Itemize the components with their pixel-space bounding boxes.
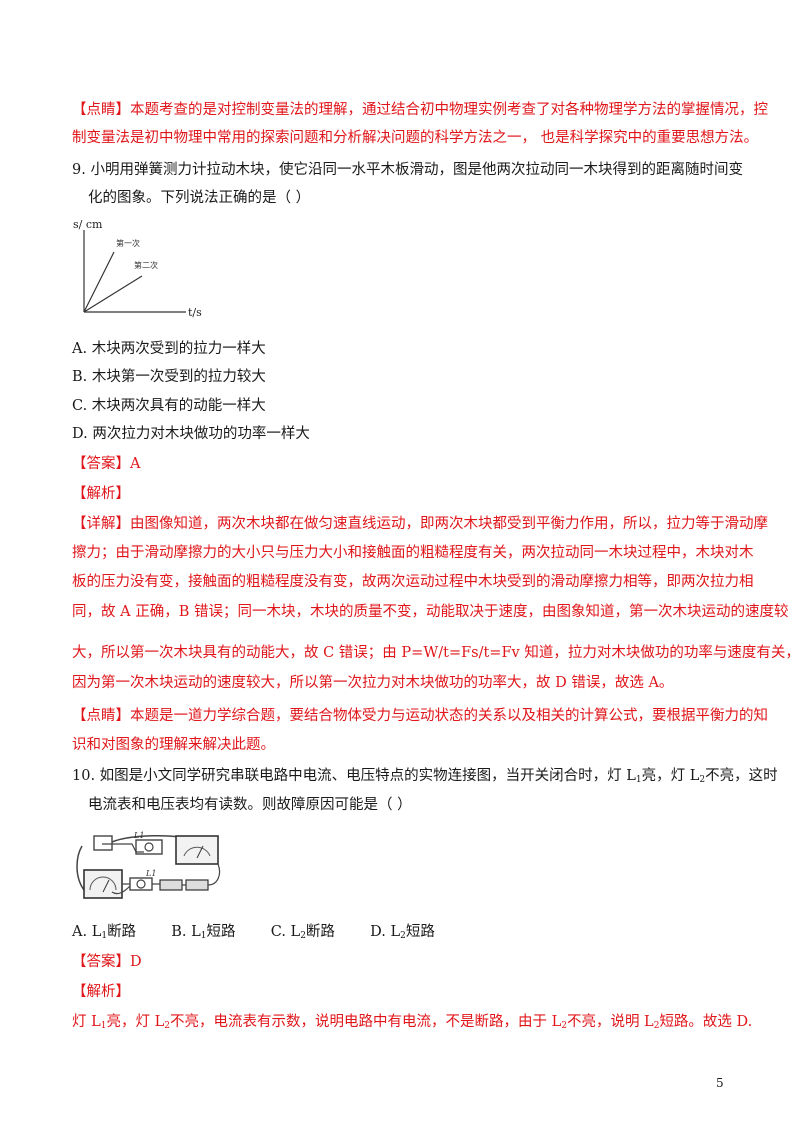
svg-text:L1: L1 [145,869,156,878]
y-axis-label: s/ cm [73,218,103,231]
q9-option-a: A. 木块两次受到的拉力一样大 [72,341,266,357]
page-number: 5 [716,1076,724,1090]
lamp-l2-icon [136,879,146,889]
q10-option-d: D. L2短路 [370,924,435,941]
q9-option-c: C. 木块两次具有的动能一样大 [72,398,266,414]
q10-option-c: C. L2断路 [270,924,335,941]
second-trial-line [83,275,143,313]
lamp-l1-icon [144,842,154,852]
q9-detail-line-5: 大，所以第一次木块具有的动能大，故 C 错误；由 P=W/t=Fs/t=Fv 知… [72,645,800,661]
q9-comment-line-1: 【点睛】本题是一道力学综合题，要结合物体受力与运动状态的关系以及相关的计算公式，… [72,708,768,724]
q10-option-a: A. L1断路 [72,924,137,941]
battery-icon [159,879,183,891]
x-axis-label: t/s [188,306,202,319]
q10-options: A. L1断路 B. L1短路 C. L2断路 D. L2短路 [72,922,732,942]
q9-option-d: D. 两次拉力对木块做功的功率一样大 [72,426,310,442]
q10-stem-line-2: 电流表和电压表均有读数。则故障原因可能是（ ） [88,797,412,813]
q9-answer: 【答案】A [72,456,141,472]
svg-text:L1: L1 [133,831,144,840]
circuit-diagram: L1 L1 [76,831,221,899]
q9-detail-line-6: 因为第一次木块运动的速度较大，所以第一次拉力对木块做功的功率大，故 D 错误，故… [72,675,674,691]
q9-option-b: B. 木块第一次受到的拉力较大 [72,369,266,385]
voltmeter-icon [175,835,219,865]
q10-analysis: 灯 L1亮，灯 L2不亮，电流表有示数，说明电路中有电流，不是断路，由于 L2不… [72,1014,753,1031]
q9-detail-line-1: 【详解】由图像知道，两次木块都在做匀速直线运动，即两次木块都受到平衡力作用，所以… [72,516,768,532]
q10-stem-line-1: 10. 如图是小文同学研究串联电路中电流、电压特点的实物连接图，当开关闭合时，灯… [72,768,778,785]
q9-comment-line-2: 识和对图象的理解来解决此题。 [72,737,275,753]
battery-icon-2 [185,879,209,891]
q9-analysis-title: 【解析】 [72,486,130,502]
distance-time-graph: s/ cm t/s 第一次 第二次 [73,218,202,319]
q8-comment-line-1: 【点睛】本题考查的是对控制变量法的理解，通过结合初中物理实例考查了对各种物理学方… [72,102,768,118]
second-trial-label: 第二次 [134,260,158,270]
q10-analysis-title: 【解析】 [72,984,130,1000]
first-trial-line [83,251,115,313]
q10-option-b: B. L1短路 [171,924,236,941]
first-trial-label: 第一次 [116,238,140,248]
q8-comment-line-2: 制变量法是初中物理中常用的探索问题和分析解决问题的科学方法之一， 也是科学探究中… [72,130,759,146]
q9-detail-line-3: 板的压力没有变，接触面的粗糙程度没有变，故两次运动过程中木块受到的滑动摩擦力相等… [72,574,754,590]
lamp-l1-base [135,839,163,855]
q9-detail-line-4: 同，故 A 正确，B 错误；同一木块，木块的质量不变，动能取决于速度，由图象知道… [72,604,789,620]
q10-answer: 【答案】D [72,954,142,970]
q9-detail-line-2: 擦力；由于滑动摩擦力的大小只与压力大小和接触面的粗糙程度有关，两次拉动同一木块过… [72,545,754,561]
q9-stem-line-2: 化的图象。下列说法正确的是（ ） [88,190,311,206]
q9-stem-line-1: 9. 小明用弹簧测力计拉动木块，使它沿同一水平木板滑动，图是他两次拉动同一木块得… [72,162,743,178]
switch-icon [93,835,113,851]
